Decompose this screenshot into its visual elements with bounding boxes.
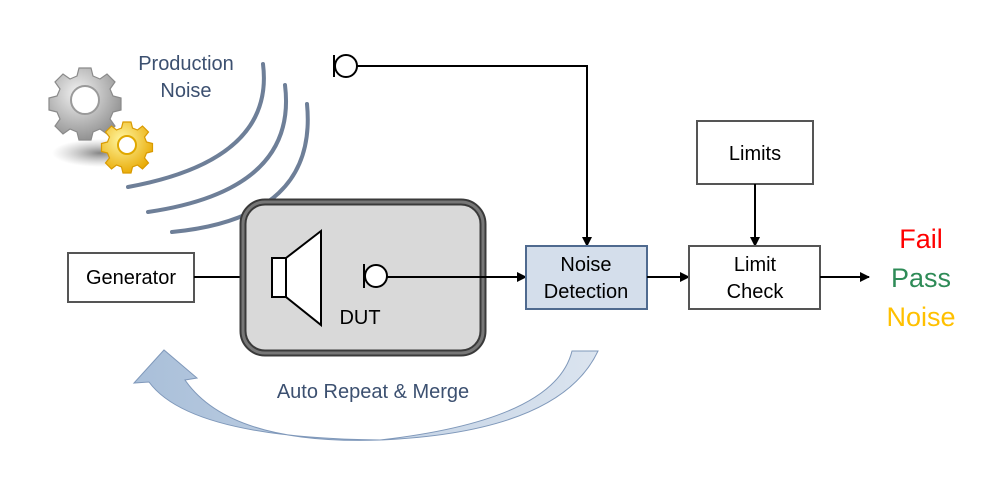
result-fail: Fail xyxy=(899,224,943,254)
gears-icon xyxy=(48,67,154,174)
dut-block[interactable]: DUT xyxy=(239,198,487,357)
auto-repeat-label: Auto Repeat & Merge xyxy=(277,381,469,403)
ambient-microphone-icon xyxy=(333,54,358,78)
limits-block[interactable]: Limits xyxy=(696,120,814,185)
production-noise-label: Production xyxy=(138,53,234,75)
result-pass: Pass xyxy=(891,263,951,293)
limit-check-label: Limit xyxy=(734,254,777,276)
generator-block[interactable]: Generator xyxy=(67,252,195,303)
limit-check-block[interactable]: Limit Check xyxy=(688,245,821,310)
noise-detection-block[interactable]: Noise Detection xyxy=(525,245,648,310)
dut-label: DUT xyxy=(339,307,380,329)
limits-label: Limits xyxy=(729,143,781,165)
limit-check-label-2: Check xyxy=(727,281,785,303)
result-noise: Noise xyxy=(886,302,955,332)
speaker-icon xyxy=(271,228,322,328)
noise-waves-icon xyxy=(126,62,310,234)
generator-label: Generator xyxy=(86,267,176,289)
auto-repeat-arrow-icon xyxy=(132,349,599,441)
production-noise-label-2: Noise xyxy=(160,80,211,102)
results: Fail Pass Noise xyxy=(886,224,955,332)
noise-detection-label-2: Detection xyxy=(544,281,629,303)
noise-detection-label: Noise xyxy=(560,254,611,276)
dut-microphone-icon xyxy=(363,264,388,288)
mic-to-detection-line xyxy=(357,65,592,247)
